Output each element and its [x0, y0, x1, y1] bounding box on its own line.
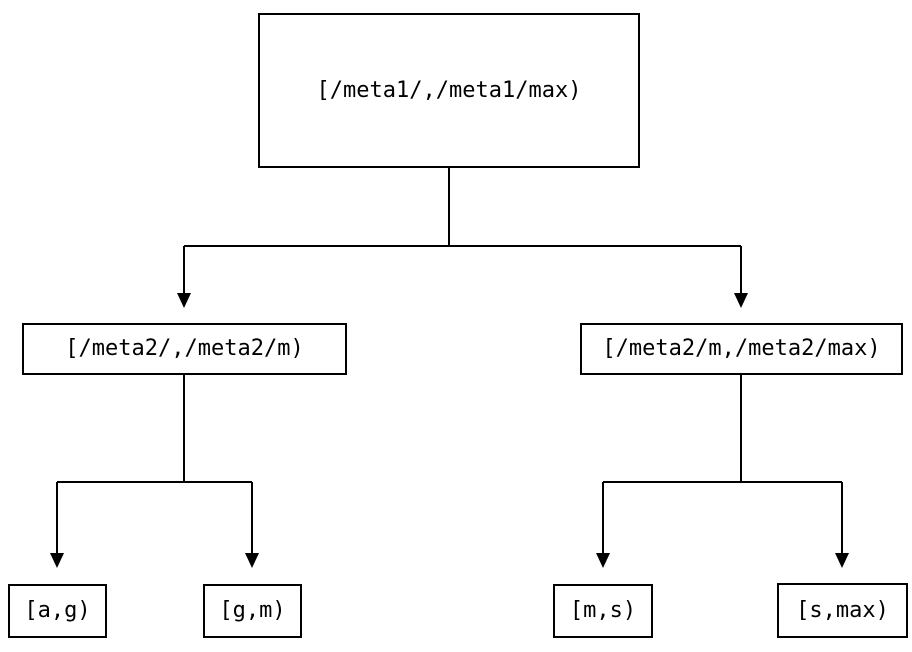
- edge-root-split: [177, 168, 748, 308]
- node-left-range: [/meta2/,/meta2/m): [22, 323, 347, 375]
- node-leaf-ms: [m,s): [553, 584, 653, 638]
- arrow-down-icon: [177, 293, 191, 308]
- node-left-label: [/meta2/,/meta2/m): [65, 336, 304, 361]
- node-leaf-ag-label: [a,g): [24, 598, 91, 623]
- node-leaf-smax-label: [s,max): [796, 597, 889, 623]
- edge-left-split: [50, 375, 259, 568]
- arrow-down-icon: [50, 553, 64, 568]
- node-leaf-gm: [g,m): [203, 584, 302, 638]
- node-root-range: [/meta1/,/meta1/max): [258, 13, 640, 168]
- edge-right-split: [596, 375, 849, 568]
- node-right-label: [/meta2/m,/meta2/max): [602, 336, 881, 361]
- node-leaf-ag: [a,g): [8, 584, 107, 638]
- node-root-label: [/meta1/,/meta1/max): [316, 77, 582, 103]
- arrow-down-icon: [596, 553, 610, 568]
- node-right-range: [/meta2/m,/meta2/max): [580, 323, 903, 375]
- node-leaf-gm-label: [g,m): [219, 598, 286, 623]
- arrow-down-icon: [835, 553, 849, 568]
- arrow-down-icon: [734, 293, 748, 308]
- arrow-down-icon: [245, 553, 259, 568]
- node-leaf-smax: [s,max): [777, 583, 908, 638]
- node-leaf-ms-label: [m,s): [569, 598, 637, 623]
